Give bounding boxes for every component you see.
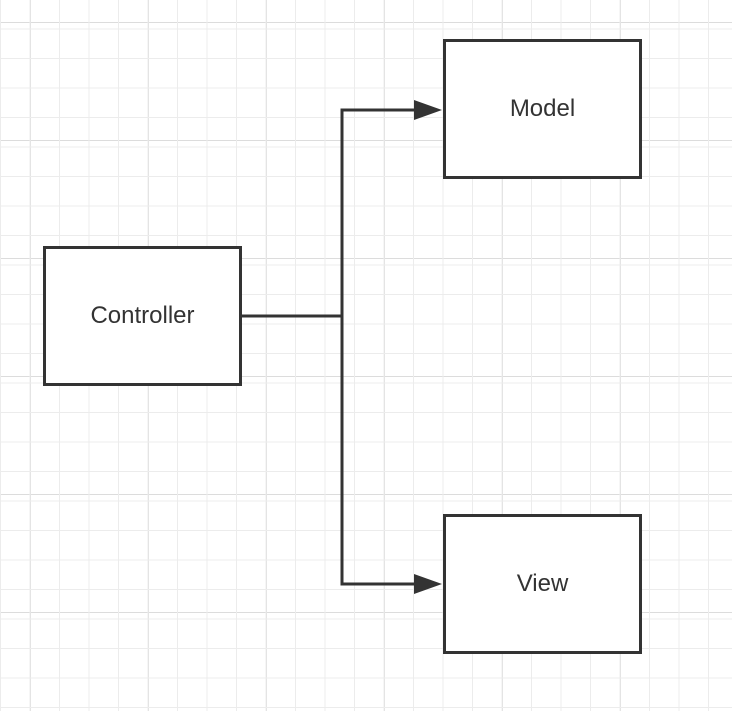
edge-controller-to-view (340, 316, 420, 586)
view-node[interactable]: View (443, 514, 642, 654)
view-label: View (516, 570, 569, 597)
model-label: Model (509, 95, 576, 122)
arrowhead-model (414, 100, 442, 120)
controller-node[interactable]: Controller (43, 246, 242, 386)
model-node[interactable]: Model (443, 39, 642, 179)
edge-controller-to-model (242, 108, 420, 318)
controller-label: Controller (90, 302, 195, 329)
arrowhead-view (414, 574, 442, 594)
